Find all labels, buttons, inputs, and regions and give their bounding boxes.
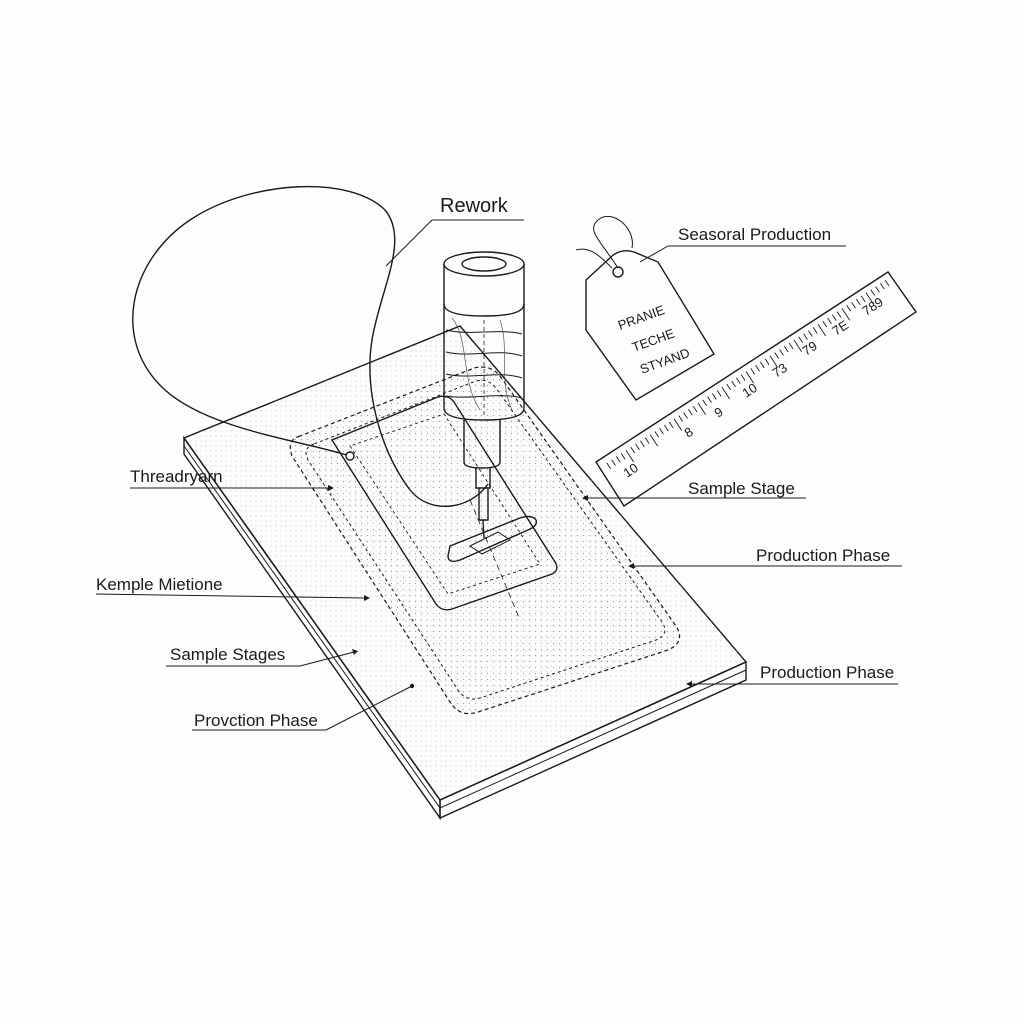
- label-rework: Rework: [440, 195, 509, 217]
- ruler-tick: [827, 317, 832, 325]
- ruler-tick: [841, 308, 851, 321]
- callout-seasonal-production: Seasoral Production: [639, 225, 846, 263]
- ruler-tick: [625, 450, 635, 463]
- ruler-number: 10: [739, 380, 759, 400]
- ruler-tick: [798, 336, 804, 343]
- ruler-tick: [649, 434, 659, 447]
- needle-bar: [463, 420, 501, 539]
- ruler-tick: [836, 311, 842, 318]
- label-seasonal-production: Seasoral Production: [678, 225, 831, 244]
- tag-line-1: PRANIE: [616, 302, 667, 333]
- ruler: 10 8 9 10 73 79 7E 789: [595, 271, 917, 507]
- ruler-tick: [870, 289, 876, 296]
- label-production-phase-right-upper: Production Phase: [756, 546, 890, 565]
- label-production-phase-left: Provction Phase: [194, 711, 318, 730]
- ruler-tick: [817, 324, 827, 337]
- ruler-number: 9: [711, 404, 725, 421]
- ruler-tick: [793, 339, 803, 353]
- ruler-tick: [736, 377, 741, 384]
- ruler-tick: [846, 305, 852, 312]
- ruler-number: 8: [681, 424, 695, 441]
- ruler-tick: [769, 355, 779, 368]
- ruler-tick: [683, 412, 688, 419]
- ruler-tick: [620, 453, 626, 460]
- ruler-tick: [697, 402, 707, 416]
- ruler-tick: [721, 387, 731, 400]
- ruler-tick: [808, 330, 813, 337]
- thread-spool: [443, 251, 525, 421]
- ruler-tick: [779, 349, 784, 356]
- ruler-tick: [764, 358, 770, 366]
- ruler-tick: [875, 286, 880, 293]
- callout-thread-yarn: Threadryarn: [130, 467, 334, 491]
- callout-production-phase-left: Provction Phase: [192, 683, 415, 731]
- ruler-tick: [856, 298, 861, 306]
- ruler-number: 79: [799, 338, 819, 358]
- callout-rework: Rework: [385, 195, 524, 267]
- ruler-tick: [630, 446, 636, 454]
- ruler-tick: [731, 380, 736, 388]
- ruler-tick: [755, 364, 760, 372]
- ruler-tick: [688, 409, 693, 416]
- callout-sample-stage: Sample Stage: [582, 479, 806, 501]
- ruler-tick: [664, 424, 669, 432]
- thread-cord: [132, 185, 489, 508]
- ruler-tick: [745, 371, 755, 384]
- ruler-number: 73: [769, 360, 789, 380]
- ruler-number: 10: [620, 460, 640, 480]
- ruler-tick: [606, 462, 612, 469]
- ruler-tick: [803, 333, 808, 340]
- ruler-tick: [784, 346, 789, 353]
- ruler-tick: [702, 399, 708, 406]
- thread-eyelet: [345, 451, 355, 461]
- ruler-tick: [851, 301, 856, 309]
- ruler-tick: [692, 405, 698, 413]
- ruler-tick: [760, 361, 765, 369]
- label-production-phase-right-lower: Production Phase: [760, 663, 894, 682]
- ruler-tick: [635, 443, 640, 451]
- ruler-tick: [707, 396, 712, 403]
- ruler-tick: [774, 352, 780, 359]
- ruler-tick: [832, 314, 837, 321]
- ruler-tick: [673, 418, 683, 431]
- ruler-tick: [822, 320, 828, 328]
- ruler-tick: [788, 342, 794, 350]
- ruler-tick: [668, 421, 674, 429]
- fabric-board: [182, 325, 748, 821]
- callout-production-phase-upper: Production Phase: [628, 546, 902, 569]
- ruler-number: 789: [859, 294, 885, 318]
- presser-foot: [447, 515, 538, 563]
- ruler-tick: [726, 383, 732, 391]
- ruler-ticks: [606, 279, 890, 469]
- label-sample-milestone: Kemple Mietione: [96, 575, 223, 594]
- label-sample-stage: Sample Stage: [688, 479, 795, 498]
- ruler-tick: [654, 431, 660, 438]
- ruler-tick: [616, 456, 621, 463]
- ruler-tick: [644, 437, 650, 444]
- label-thread-yarn: Threadryarn: [130, 467, 223, 486]
- ruler-tick: [659, 427, 664, 435]
- ruler-tick: [750, 368, 756, 375]
- ruler-tick: [880, 283, 885, 290]
- ruler-tick: [740, 374, 746, 381]
- ruler-tick: [712, 393, 717, 400]
- callout-sample-stages: Sample Stages: [166, 645, 358, 667]
- callout-production-phase-lower: Production Phase: [686, 663, 898, 687]
- ruler-tick: [860, 295, 866, 303]
- ruler-number: 7E: [829, 317, 851, 338]
- callout-sample-milestone: Kemple Mietione: [95, 575, 370, 601]
- ruler-tick: [812, 327, 818, 334]
- ruler-tick: [884, 279, 890, 287]
- ruler-tick: [640, 440, 645, 447]
- label-sample-stages: Sample Stages: [170, 645, 285, 664]
- ruler-tick: [678, 415, 684, 422]
- ruler-tick: [865, 292, 875, 305]
- ruler-tick: [716, 390, 722, 397]
- ruler-tick: [611, 459, 616, 466]
